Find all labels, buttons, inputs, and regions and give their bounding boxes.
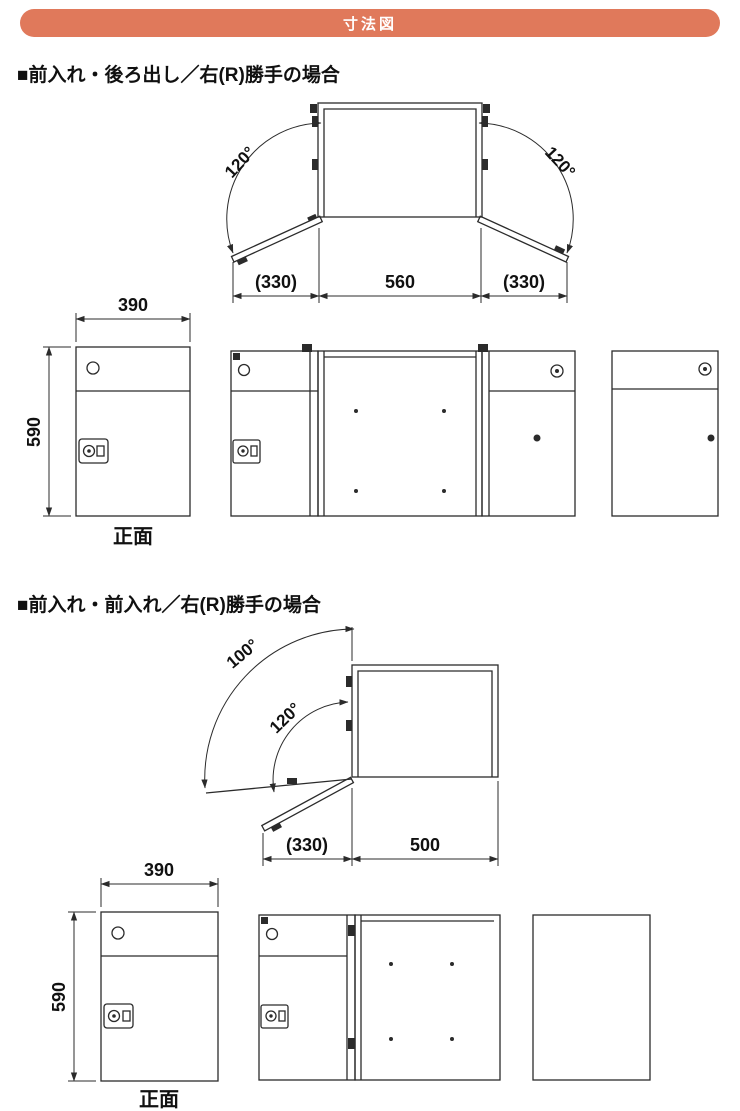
hole-circle	[265, 927, 279, 941]
s2-outer-angle-arc	[201, 625, 355, 789]
s1-front-views: 390 590 正面	[24, 295, 719, 548]
s1-top-view: 120° 120° (330) 560 (330)	[221, 102, 579, 303]
s2-open-front-view	[258, 914, 501, 1081]
s2-dim-height: 590	[49, 982, 69, 1012]
lock-detail	[232, 439, 261, 464]
s2-angle-inner-label: 120°	[266, 699, 305, 737]
s2-dim-width: 500	[410, 835, 440, 855]
lock-detail	[103, 1003, 134, 1029]
s2-side-view: 390 590 正面	[49, 860, 219, 1111]
s1-box-top	[310, 102, 490, 218]
screw-hole	[354, 409, 358, 413]
screw-hole	[442, 489, 446, 493]
knob-dot	[533, 434, 541, 442]
s1-open-front-view	[230, 344, 576, 517]
screw-hole	[389, 962, 393, 966]
hole-circle	[111, 926, 125, 940]
hole-circle	[86, 361, 100, 375]
s1-left-door	[230, 213, 324, 266]
s1-front-caption: 正面	[113, 526, 153, 548]
s2-front-caption: 正面	[139, 1089, 179, 1111]
s2-dim-depth: 390	[144, 860, 174, 880]
screw-hole	[450, 1037, 454, 1041]
s1-back-view	[611, 350, 719, 517]
header-bar: 寸法図	[20, 9, 720, 37]
lock-detail	[260, 1004, 289, 1029]
s1-right-angle-arc	[478, 120, 574, 254]
s1-angle-left-label: 120°	[221, 143, 259, 182]
s2-top-dimensions: (330) 500	[262, 781, 499, 866]
s1-dim-right-door: (330)	[503, 272, 545, 292]
s2-angle-outer-label: 100°	[223, 635, 262, 672]
s2-inner-angle-arc	[269, 699, 349, 793]
s1-dim-width: 560	[385, 272, 415, 292]
s2-outer-door	[205, 778, 353, 794]
section1-title: ■前入れ・後ろ出し／右(R)勝手の場合	[17, 65, 340, 86]
screw-hole	[389, 1037, 393, 1041]
screw-hole	[354, 489, 358, 493]
s1-top-dimensions: (330) 560 (330)	[232, 228, 568, 303]
keyhole-icon	[698, 362, 712, 376]
s1-angle-right-label: 120°	[541, 143, 579, 182]
s2-top-view: 100° 120° (330) 500	[201, 625, 499, 866]
s2-box-top	[346, 664, 499, 778]
hole-circle	[237, 363, 251, 377]
s1-right-door	[476, 215, 570, 263]
s1-side-view: 390 590 正面	[24, 295, 191, 548]
lock-detail	[78, 438, 109, 464]
keyhole-icon	[550, 364, 564, 378]
s1-dim-height: 590	[24, 417, 44, 447]
screw-hole	[442, 409, 446, 413]
s1-left-angle-arc	[226, 120, 322, 254]
s2-dim-door: (330)	[286, 835, 328, 855]
s2-front-views: 390 590 正面	[49, 860, 651, 1111]
screw-hole	[450, 962, 454, 966]
s1-dim-depth: 390	[118, 295, 148, 315]
knob-dot	[707, 434, 715, 442]
page-title: 寸法図	[342, 15, 397, 33]
s2-back-view	[532, 914, 651, 1081]
s1-dim-left-door: (330)	[255, 272, 297, 292]
section2-title: ■前入れ・前入れ／右(R)勝手の場合	[17, 595, 321, 616]
